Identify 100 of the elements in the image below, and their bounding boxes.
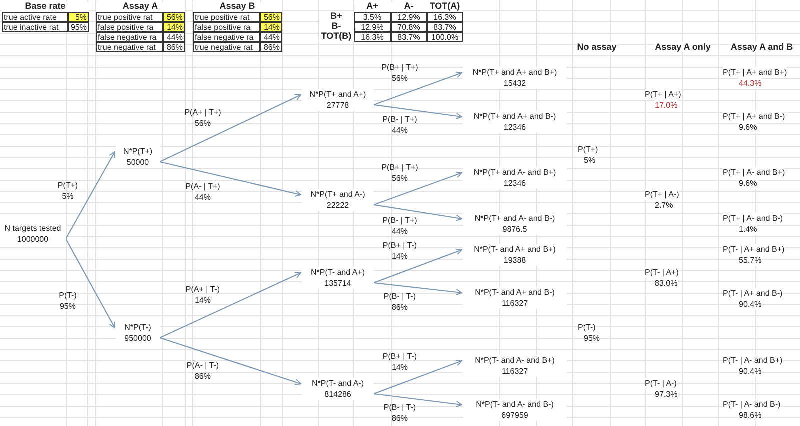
edge-label: P(B+ | T-) 14% xyxy=(382,351,418,373)
node-label: N*P(T- and A+ and B-) xyxy=(475,287,555,298)
table-cell: 16.3% xyxy=(427,12,463,22)
table-header: TOT(B) xyxy=(319,32,354,42)
probability-value: 9.6% xyxy=(739,122,758,133)
table-cell: 86% xyxy=(163,42,185,52)
probability-label: P(T+ | A- and B-) xyxy=(723,213,784,224)
node-value: 697959 xyxy=(502,410,528,421)
probability-label: P(T- | A- and B-) xyxy=(723,399,781,410)
table-header: A+ xyxy=(354,2,391,12)
probability-label: P(T- | A+ and B-) xyxy=(723,288,783,299)
table-header: Assay B xyxy=(193,2,282,12)
table-cell: 14% xyxy=(163,22,185,32)
node-value: 116327 xyxy=(502,366,528,377)
probability-value: 90.4% xyxy=(739,299,762,310)
probability-value: 2.7% xyxy=(655,200,674,211)
arrow xyxy=(374,282,462,296)
node-value: 814286 xyxy=(324,389,352,400)
node-label: N*P(T- and A- and B+) xyxy=(475,355,555,366)
arrow xyxy=(374,204,462,222)
node-label: N*P(T- and A- and B-) xyxy=(476,399,554,410)
edge-label: P(B- | T-) 86% xyxy=(382,402,418,424)
table-cell: false negative ra xyxy=(193,32,260,42)
probability-label: P(T-) xyxy=(578,322,596,333)
table-cell: 44% xyxy=(260,32,282,42)
edge-label: P(B+ | T+) 56% xyxy=(380,162,420,184)
probability-value: 5% xyxy=(584,155,596,166)
table-cell: 3.5% xyxy=(354,12,391,22)
table-cell: true positive rat xyxy=(96,12,163,22)
arrow xyxy=(160,272,302,338)
node-label: N*P(T-) xyxy=(124,322,152,333)
arrow xyxy=(160,337,302,386)
column-header: Assay A only xyxy=(655,42,711,52)
table-cell: 14% xyxy=(260,22,282,32)
table-cell: 86% xyxy=(260,42,282,52)
arrow xyxy=(374,104,462,120)
table-cell: 12.9% xyxy=(391,12,427,22)
probability-label: P(T+ | A- and B+) xyxy=(723,167,786,178)
table-cell: true negative rat xyxy=(193,42,260,52)
probability-label: P(T+ | A+) xyxy=(645,89,682,100)
column-header: No assay xyxy=(577,42,617,52)
arrow xyxy=(374,360,462,395)
probability-value: 1.4% xyxy=(739,224,758,235)
node-label: N*P(T+ and A- and B-) xyxy=(474,213,556,224)
node-label: N*P(T+ and A-) xyxy=(310,189,366,200)
node-label: N*P(T+ and A+ and B-) xyxy=(474,111,556,122)
arrow xyxy=(66,152,116,240)
node-label: N*P(T+ and A+) xyxy=(310,89,366,100)
probability-value: 83.0% xyxy=(655,278,678,289)
table-cell: 5% xyxy=(68,12,89,22)
table-header: TOT(A) xyxy=(427,2,463,12)
node-value: 15432 xyxy=(504,78,526,89)
node-value: 19388 xyxy=(504,255,526,266)
node-value: 50000 xyxy=(126,157,150,168)
node-label: N*P(T- and A+) xyxy=(310,267,366,278)
table-cell: false negative ra xyxy=(96,32,163,42)
probability-label: P(T- | A-) xyxy=(645,378,677,389)
table-cell: 16.3% xyxy=(354,32,391,42)
node-value: 12346 xyxy=(504,178,526,189)
node-value: 22222 xyxy=(326,200,350,211)
table-cell: 44% xyxy=(163,32,185,42)
probability-value: 98.6% xyxy=(739,410,762,421)
probability-label: P(T- | A- and B+) xyxy=(723,355,783,366)
arrow xyxy=(160,161,302,197)
probability-value: 97.3% xyxy=(655,389,678,400)
node-value: 135714 xyxy=(324,278,352,289)
node-value: 9876.5 xyxy=(502,224,528,235)
probability-value: 9.6% xyxy=(739,178,758,189)
node-label: N*P(T+ and A+ and B+) xyxy=(472,67,558,78)
probability-value: 55.7% xyxy=(739,255,762,266)
probability-label: P(T- | A+) xyxy=(645,267,679,278)
node-value: 12346 xyxy=(504,122,526,133)
edge-label: P(T-) 95% xyxy=(58,290,78,312)
probability-value: 17.0% xyxy=(655,100,678,111)
edge-label: P(A+ | T+) 56% xyxy=(184,107,222,129)
table-header: A- xyxy=(391,2,427,12)
table-cell: 12.9% xyxy=(354,22,391,32)
table-cell: 83.7% xyxy=(391,32,427,42)
node-label: N targets tested xyxy=(4,223,62,234)
probability-label: P(T- | A+ and B+) xyxy=(723,244,785,255)
edge-label: P(B- | T+) 44% xyxy=(382,215,418,237)
edge-label: P(A+ | T-) 14% xyxy=(184,284,222,306)
edge-label: P(B- | T+) 44% xyxy=(382,114,418,136)
probability-label: P(T+ | A-) xyxy=(645,189,680,200)
table-cell: true positive rat xyxy=(193,12,260,22)
arrow xyxy=(66,238,116,328)
table-header: B- xyxy=(319,22,354,32)
table-cell: true inactive rat xyxy=(2,22,68,32)
edge-label: P(B+ | T+) 56% xyxy=(380,62,420,84)
edge-label: P(T+) 5% xyxy=(56,180,80,202)
table-header: B+ xyxy=(319,12,354,22)
table-cell: true active rate xyxy=(2,12,68,22)
table-cell: 83.7% xyxy=(427,22,463,32)
edge-label: P(A- | T-) 86% xyxy=(186,360,220,382)
node-value: 27778 xyxy=(326,100,350,111)
arrow xyxy=(374,248,462,284)
arrow xyxy=(374,172,462,206)
table-cell: 70.8% xyxy=(391,22,427,32)
table-cell: false positive ra xyxy=(193,22,260,32)
table-cell: 56% xyxy=(260,12,282,22)
